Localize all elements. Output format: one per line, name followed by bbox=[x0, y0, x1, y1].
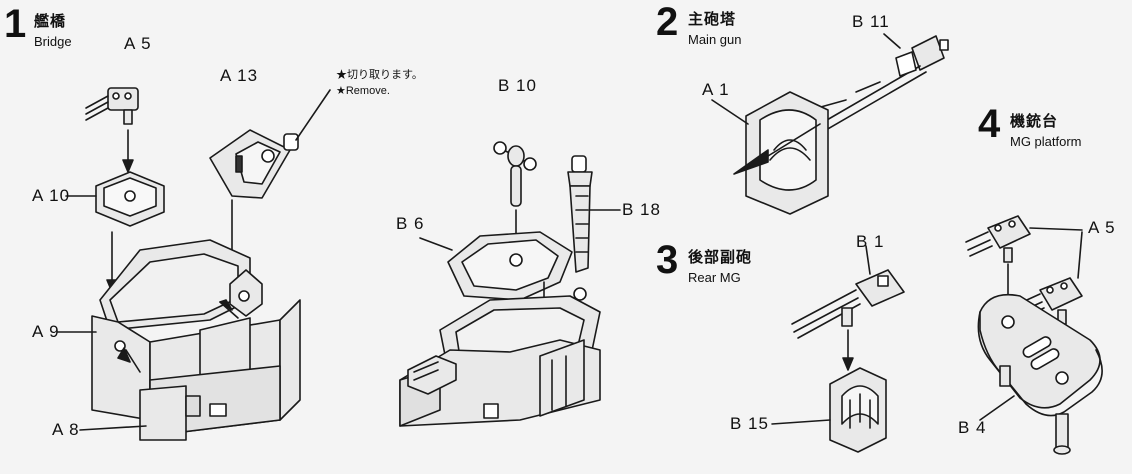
label-a9: A 9 bbox=[32, 322, 60, 341]
label-b15: B 15 bbox=[730, 414, 769, 433]
part-b18-mast bbox=[567, 155, 593, 273]
label-a8: A 8 bbox=[52, 420, 80, 439]
step-3-title-jp: 後部副砲 bbox=[688, 249, 753, 266]
step-2-title-en: Main gun bbox=[688, 32, 742, 47]
part-a5-gun-platform-left bbox=[965, 215, 1031, 263]
part-b4-platform bbox=[977, 293, 1103, 455]
step-3-title-en: Rear MG bbox=[688, 270, 741, 285]
step-2-title-jp: 主砲塔 bbox=[688, 11, 737, 28]
step-4-title-jp: 機銃台 bbox=[1010, 113, 1059, 130]
part-b11-barrel bbox=[809, 35, 949, 131]
label-b4: B 4 bbox=[958, 418, 987, 437]
part-a5-gun-bridge bbox=[85, 87, 139, 125]
part-b1-gun bbox=[791, 269, 905, 339]
part-a1-turret bbox=[733, 91, 829, 215]
step-4-title-en: MG platform bbox=[1010, 134, 1082, 149]
part-b6-deck bbox=[447, 231, 573, 301]
step-3-number: 3 bbox=[656, 238, 679, 282]
step-1-number: 1 bbox=[4, 2, 27, 46]
label-a13: A 13 bbox=[220, 66, 259, 85]
label-b18: B 18 bbox=[622, 200, 661, 219]
part-a10-base bbox=[95, 171, 165, 227]
label-b10: B 10 bbox=[498, 76, 537, 95]
note-cut-jp: ★切り取ります。 bbox=[336, 69, 423, 81]
step-1-title-jp: 艦橋 bbox=[34, 13, 67, 30]
part-b10-post bbox=[493, 141, 537, 207]
step-1-title-en: Bridge bbox=[34, 34, 72, 49]
label-b1: B 1 bbox=[856, 232, 885, 251]
note-remove-en: ★Remove. bbox=[336, 85, 390, 97]
part-superstructure bbox=[399, 287, 601, 427]
step-4-number: 4 bbox=[978, 102, 1001, 146]
label-a10: A 10 bbox=[32, 186, 71, 205]
label-a5-platform: A 5 bbox=[1088, 218, 1116, 237]
label-a5-bridge: A 5 bbox=[124, 34, 152, 53]
label-b6: B 6 bbox=[396, 214, 425, 233]
label-b11: B 11 bbox=[852, 12, 890, 31]
part-a13-plate bbox=[209, 129, 299, 199]
step-2-number: 2 bbox=[656, 0, 679, 44]
label-a1: A 1 bbox=[702, 80, 730, 99]
part-a8-a9-bridge-hull bbox=[91, 239, 301, 441]
part-b15-mount bbox=[829, 367, 887, 453]
